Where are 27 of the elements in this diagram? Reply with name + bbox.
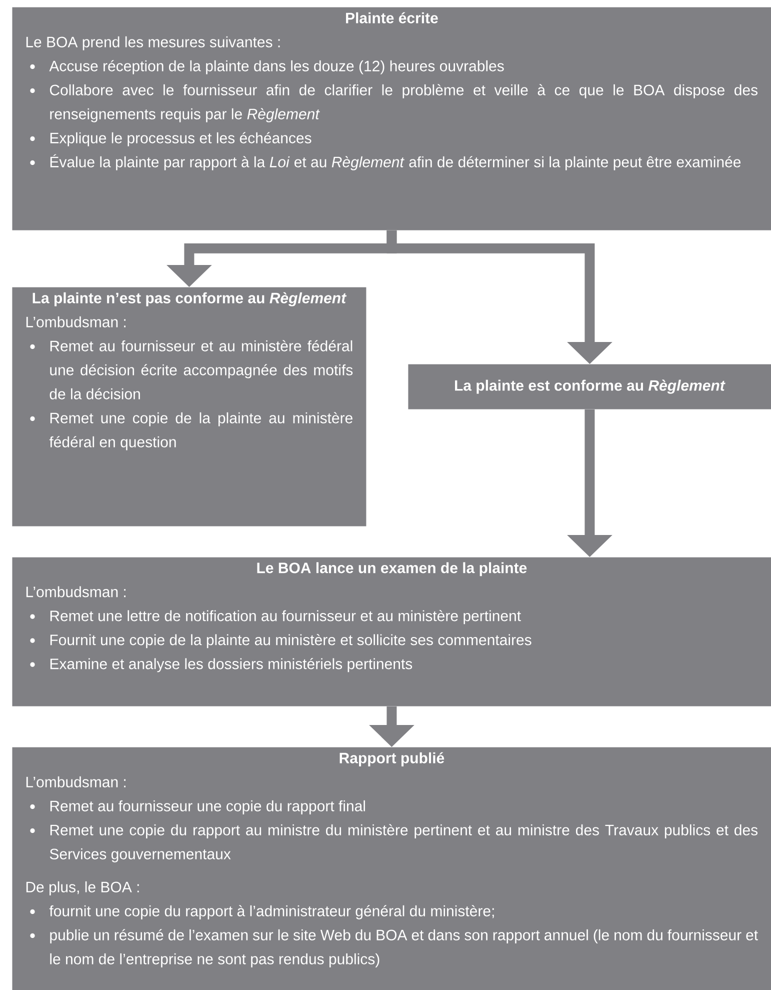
heading: Plainte écrite [346, 12, 438, 24]
bullet-item: publie un résumé de l’examen sur le site Web du BOA et dans son rapport annuel (le nom du fournisseur et le nom de l’entreprise ne sont pas rendus publics) [50, 929, 758, 968]
heading: La plainte est conforme au Règlement [455, 380, 726, 394]
intro-text: L’ombudsman : [26, 316, 126, 328]
intro-text: L’ombudsman : [26, 776, 126, 788]
process-box [12, 747, 771, 990]
process-box [12, 557, 771, 706]
intro-text: L’ombudsman : [26, 586, 126, 598]
bullet-item: Remet une copie du rapport au ministre du ministère pertinent et au ministre des Travaux publics et des Services gouvernementaux [50, 824, 758, 862]
bullet-item: fournit une copie du rapport à l’administrateur général du ministère; [49, 905, 494, 920]
bullet-item: Examine et analyse les dossiers ministériels pertinents [50, 658, 412, 672]
intro-text: Le BOA prend les mesures suivantes : [26, 36, 280, 50]
bullet-item: Remet au fournisseur et au ministère fédéral une décision écrite accompagnée des motifs de la décision [50, 340, 353, 400]
bullet-item: Remet une lettre de notification au fournisseur et au ministère pertinent [50, 610, 521, 624]
bullet-item: Remet une copie de la plainte au ministère fédéral en question [49, 412, 352, 450]
bullet-item: Évalue la plainte par rapport à la Loi et au Règlement afin de déterminer si la plainte peut être examinée [50, 154, 741, 170]
bullet-item: Accuse réception de la plainte dans les douze (12) heures ouvrables [49, 60, 504, 74]
bullet-item: Collabore avec le fournisseur afin de clarifier le problème et veille à ce que le BOA dispose des renseignements requis par le Règlement [50, 84, 758, 122]
process-box [12, 7, 771, 230]
process-box [12, 287, 366, 526]
bullet-item: Remet au fournisseur une copie du rapport final [50, 800, 365, 814]
bullet-item: Fournit une copie de la plainte au ministère et sollicite ses commentaires [50, 634, 532, 648]
bullet-item: Explique le processus et les échéances [50, 132, 312, 146]
heading: Le BOA lance un examen de la plainte [257, 562, 527, 576]
intro-text: De plus, le BOA : [26, 881, 139, 896]
heading: Rapport publié [340, 752, 444, 766]
heading: La plainte n’est pas conforme au Règlement [32, 292, 347, 306]
